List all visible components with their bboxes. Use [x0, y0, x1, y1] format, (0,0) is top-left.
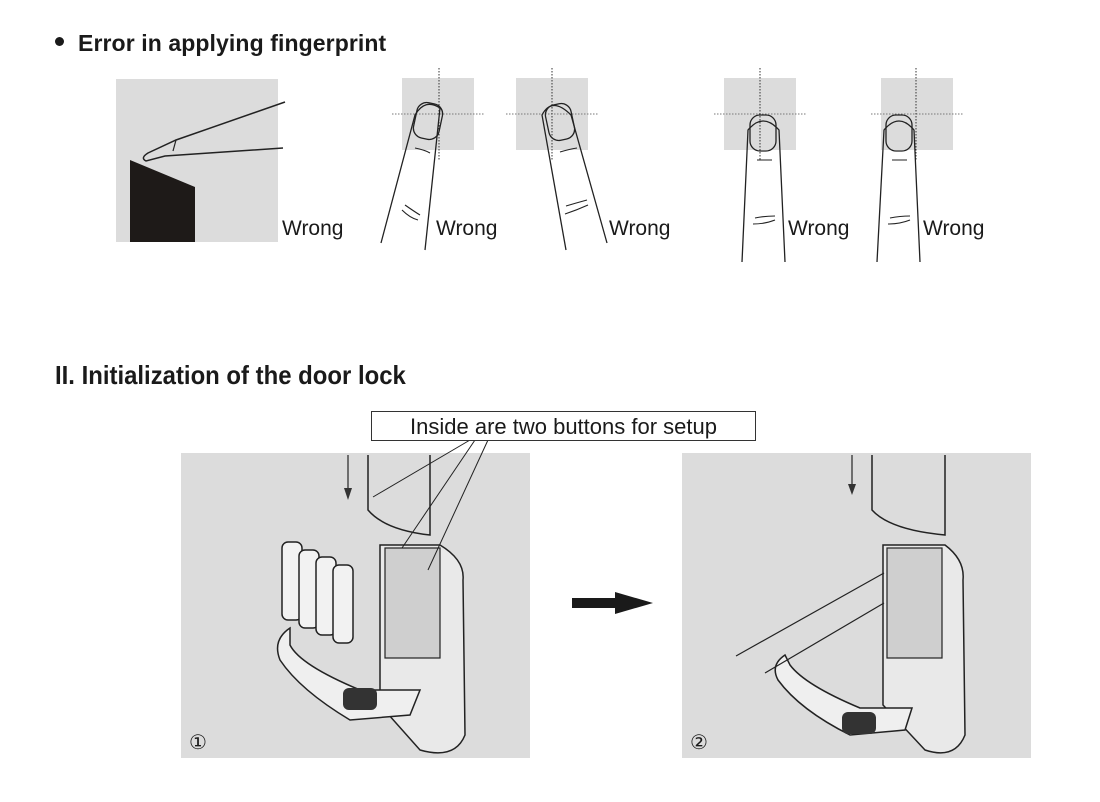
example-2-label: Wrong — [436, 217, 498, 240]
example-5-illustration — [871, 68, 963, 263]
step-1-illustration — [181, 439, 530, 758]
step-2-number: ② — [690, 732, 708, 754]
heading-text: Error in applying fingerprint — [78, 30, 387, 56]
step-2-illustration — [682, 453, 1031, 758]
example-1-label: Wrong — [282, 217, 344, 240]
example-1-illustration — [116, 79, 286, 242]
step-1-number: ① — [189, 732, 207, 754]
example-4-label: Wrong — [788, 217, 850, 240]
fingerprint-error-heading: Error in applying fingerprint — [55, 30, 386, 57]
finger-outline — [142, 101, 286, 162]
bullet-icon — [55, 37, 64, 47]
sensor-block — [130, 160, 195, 242]
batteries — [281, 541, 354, 644]
example-4-illustration — [714, 68, 806, 263]
next-step-arrow-icon — [572, 592, 653, 614]
initialization-heading: II. Initialization of the door lock — [55, 360, 406, 390]
example-5-label: Wrong — [923, 217, 985, 240]
example-3-illustration — [506, 68, 608, 251]
example-3-label: Wrong — [609, 217, 671, 240]
setup-buttons-callout: Inside are two buttons for setup — [371, 411, 756, 441]
example-2-illustration — [380, 68, 484, 251]
